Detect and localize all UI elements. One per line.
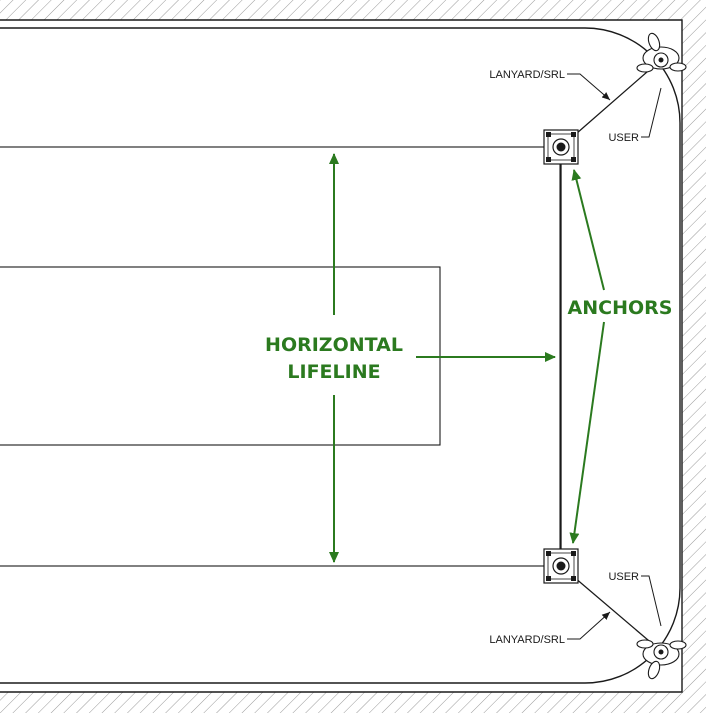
label-user-bottom: USER — [608, 571, 639, 583]
leader-lanyard-top — [567, 73, 611, 101]
leader-lanyard-bottom — [567, 611, 611, 640]
label-lifeline-line2: LIFELINE — [287, 361, 380, 383]
label-lifeline-line1: HORIZONTAL — [265, 334, 403, 356]
anchor-bottom — [543, 548, 579, 584]
arrow-anchor-top — [571, 169, 605, 291]
label-lanyard-top: LANYARD/SRL — [489, 69, 565, 81]
leader-user-bottom — [641, 575, 662, 627]
leader-user-top — [641, 87, 662, 138]
parapet-right — [682, 0, 706, 713]
arrow-anchor-bottom — [569, 321, 605, 544]
parapet-inner-edge — [0, 19, 683, 693]
rooftop-structure-inner — [0, 266, 441, 446]
parapet-top — [0, 0, 706, 20]
label-anchors: ANCHORS — [568, 297, 673, 319]
label-lanyard-bottom: LANYARD/SRL — [489, 634, 565, 646]
roof-edge — [0, 27, 681, 684]
worker-figure-bottom — [636, 639, 687, 680]
worker-figure-top — [636, 32, 687, 73]
parapet-bottom — [0, 692, 706, 713]
rooftop-structure-outer — [0, 146, 561, 567]
anchor-top — [543, 129, 579, 165]
label-user-top: USER — [608, 132, 639, 144]
